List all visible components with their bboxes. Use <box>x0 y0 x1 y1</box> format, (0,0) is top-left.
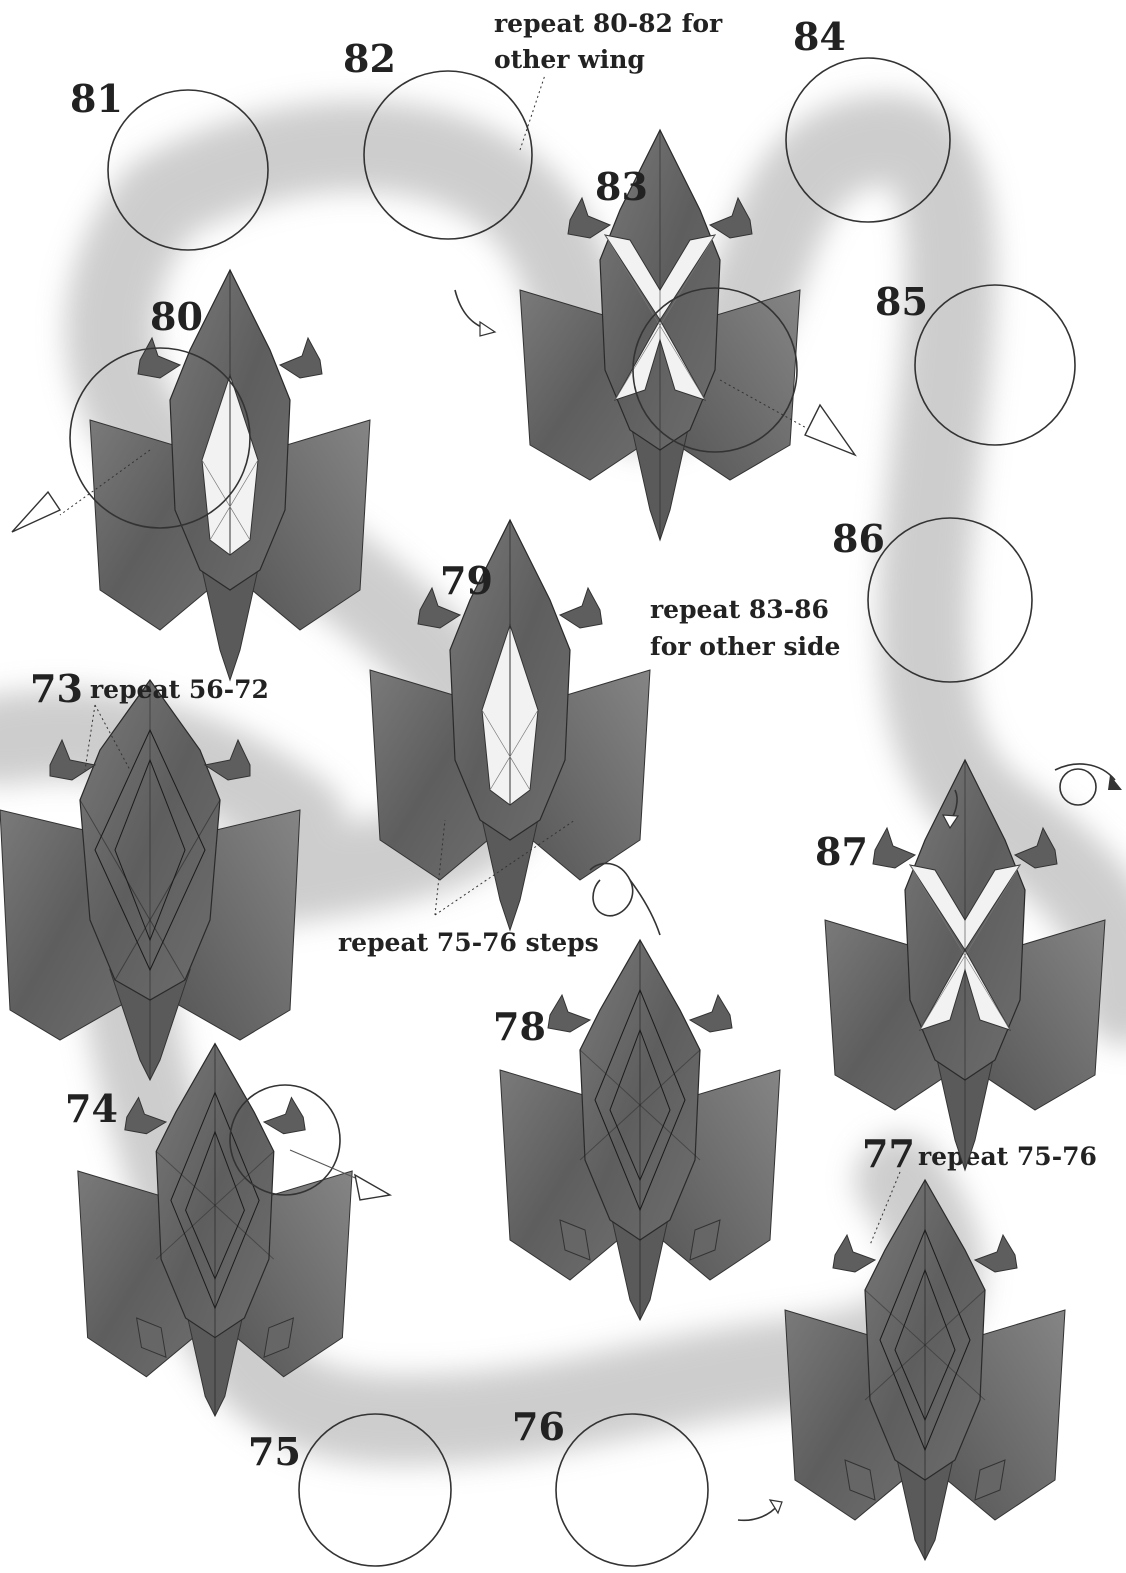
instruction-repeat-83-86-line1: repeat 83-86 <box>650 595 829 624</box>
step-77-figure <box>785 1180 1065 1560</box>
instruction-repeat-83-86-line2: for other side <box>650 632 840 661</box>
instruction-repeat-75-76: repeat 75-76 <box>918 1142 1097 1171</box>
step-73-number: 73 <box>30 666 83 711</box>
step-74-view-eye-icon <box>355 1175 390 1200</box>
step-86-number: 86 <box>832 516 885 561</box>
turn-over-icon-78 <box>590 863 633 915</box>
step-82-number: 82 <box>343 36 396 81</box>
step-85-number: 85 <box>875 279 928 324</box>
step-79-number: 79 <box>440 558 493 603</box>
step-80-view-eye-icon <box>12 492 60 532</box>
step-80-number: 80 <box>150 294 203 339</box>
step-84-number: 84 <box>793 14 846 59</box>
turn-over-icon-87 <box>1060 769 1096 805</box>
arrow-82-to-83-icon <box>455 290 490 330</box>
step-77-number: 77 <box>862 1131 915 1176</box>
instruction-repeat-80-82-line2: other wing <box>494 45 645 74</box>
step-81-number: 81 <box>70 76 123 121</box>
instruction-repeat-75-76-steps: repeat 75-76 steps <box>338 928 599 957</box>
step-76-number: 76 <box>512 1404 565 1449</box>
step-83-number: 83 <box>595 164 648 209</box>
step-75-number: 75 <box>248 1429 301 1474</box>
step-74-number: 74 <box>65 1086 118 1131</box>
arrow-76-to-77-icon <box>738 1505 778 1520</box>
instruction-repeat-80-82-line1: repeat 80-82 for <box>494 9 723 38</box>
instruction-repeat-56-72: repeat 56-72 <box>90 675 269 704</box>
step-78-figure <box>500 940 780 1320</box>
step-87-number: 87 <box>815 829 868 874</box>
step-78-number: 78 <box>493 1004 546 1049</box>
step-83-view-eye-icon <box>805 405 855 455</box>
